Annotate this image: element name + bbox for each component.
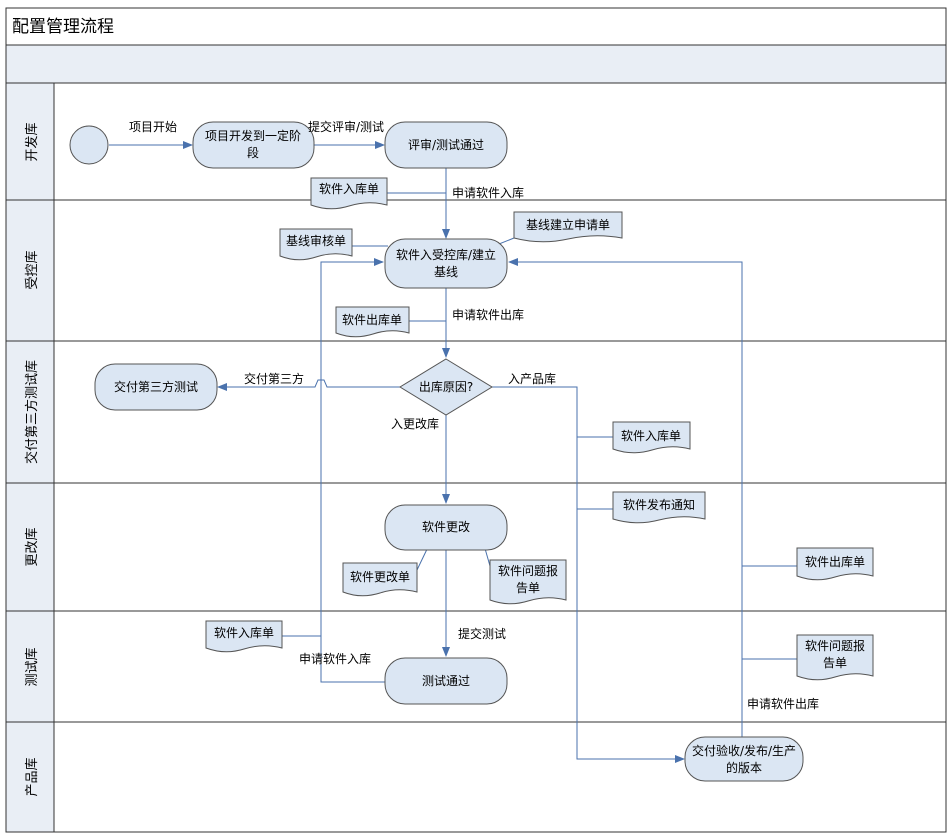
- label-submit-test: 提交测试: [458, 626, 506, 641]
- node-release-line2: 的版本: [726, 760, 762, 775]
- node-test-pass: [384, 657, 508, 705]
- doc-problem1-line2: 告单: [516, 581, 540, 595]
- doc-in1: [310, 177, 388, 210]
- node-controlled-line2: 基线: [434, 265, 458, 279]
- lane-header-column: [5, 82, 55, 833]
- node-third-party-label: 交付第三方测试: [114, 379, 198, 394]
- start-node: [69, 125, 109, 165]
- doc-audit-label: 基线审核单: [286, 233, 346, 248]
- node-dev: [192, 121, 315, 169]
- lane-label-third-party: 交付第三方测试库: [24, 360, 40, 464]
- doc-changeform: [342, 562, 418, 597]
- node-change-label: 软件更改: [422, 520, 470, 534]
- documents: 软件入库单 基线审核单 基线建立申请单 软件出库单 软件入库单 软件发布通知 软…: [205, 177, 874, 681]
- label-apply-out1: 申请软件出库: [452, 307, 524, 322]
- doc-problem1-line1: 软件问题报: [498, 563, 558, 578]
- label-to-product: 入产品库: [508, 371, 556, 386]
- doc-audit: [279, 228, 353, 261]
- title-bar: [5, 7, 947, 46]
- doc-notice-label: 软件发布通知: [623, 497, 695, 512]
- node-dev-line1: 项目开发到一定阶: [205, 128, 301, 143]
- page-title: 配置管理流程: [12, 17, 114, 37]
- node-test-pass-label: 测试通过: [422, 673, 470, 688]
- edge-decision-release: [492, 386, 685, 763]
- doc-out2: [796, 547, 874, 581]
- node-decision: [399, 358, 493, 416]
- label-apply-in2: 申请软件入库: [299, 651, 371, 666]
- nodes: 项目开发到一定阶 段 评审/测试通过 软件入受控库/建立 基线 出库原因? 交付…: [69, 121, 804, 782]
- doc-baseline-label: 基线建立申请单: [526, 217, 610, 232]
- lane-label-test: 测试库: [24, 647, 40, 686]
- label-apply-out2: 申请软件出库: [747, 696, 819, 711]
- doc-in2-label: 软件入库单: [621, 428, 681, 443]
- doc-in1-label: 软件入库单: [319, 181, 379, 196]
- doc-notice: [612, 491, 706, 524]
- label-submit-review: 提交评审/测试: [308, 119, 384, 134]
- node-dev-line2: 段: [247, 145, 259, 160]
- doc-problem2: [796, 634, 874, 681]
- node-third-party: [94, 363, 218, 411]
- doc-baseline: [513, 211, 623, 243]
- doc-problem1: [489, 559, 567, 605]
- node-release: [684, 736, 804, 782]
- node-review: [384, 121, 508, 169]
- node-review-label: 评审/测试通过: [408, 137, 484, 152]
- node-decision-label: 出库原因?: [419, 379, 473, 394]
- edge-test-controlled: [320, 258, 385, 683]
- doc-changeform-label: 软件更改单: [350, 570, 410, 584]
- doc-out1: [335, 306, 410, 338]
- label-project-start: 项目开始: [129, 120, 177, 134]
- node-controlled: [384, 238, 508, 289]
- lanes: 开发库 受控库 交付第三方测试库 更改库 测试库 产品库: [5, 82, 946, 833]
- doc-problem2-line2: 告单: [823, 656, 847, 670]
- lane-label-change: 更改库: [24, 527, 40, 566]
- doc-in2: [612, 421, 691, 454]
- header-band: [5, 44, 947, 84]
- doc-in3: [205, 620, 283, 653]
- edge-release-controlled: [508, 258, 743, 737]
- doc-in3-label: 软件入库单: [214, 625, 274, 640]
- edge-labels: 项目开始 提交评审/测试 申请软件入库 申请软件出库 交付第三方 入产品库 入更…: [129, 119, 819, 711]
- lane-label-controlled: 受控库: [24, 250, 40, 289]
- connectors: [109, 141, 797, 763]
- node-controlled-line1: 软件入受控库/建立: [396, 247, 496, 262]
- label-apply-in1: 申请软件入库: [452, 185, 524, 200]
- label-to-change: 入更改库: [391, 416, 439, 431]
- lane-label-dev: 开发库: [24, 122, 40, 161]
- lane-label-product: 产品库: [24, 757, 40, 796]
- node-release-line1: 交付验收/发布/生产: [692, 743, 796, 758]
- doc-problem2-line1: 软件问题报: [805, 638, 865, 653]
- doc-out1-label: 软件出库单: [342, 312, 402, 327]
- node-change: [384, 504, 508, 551]
- doc-out2-label: 软件出库单: [805, 554, 865, 569]
- label-deliver-third: 交付第三方: [244, 371, 304, 386]
